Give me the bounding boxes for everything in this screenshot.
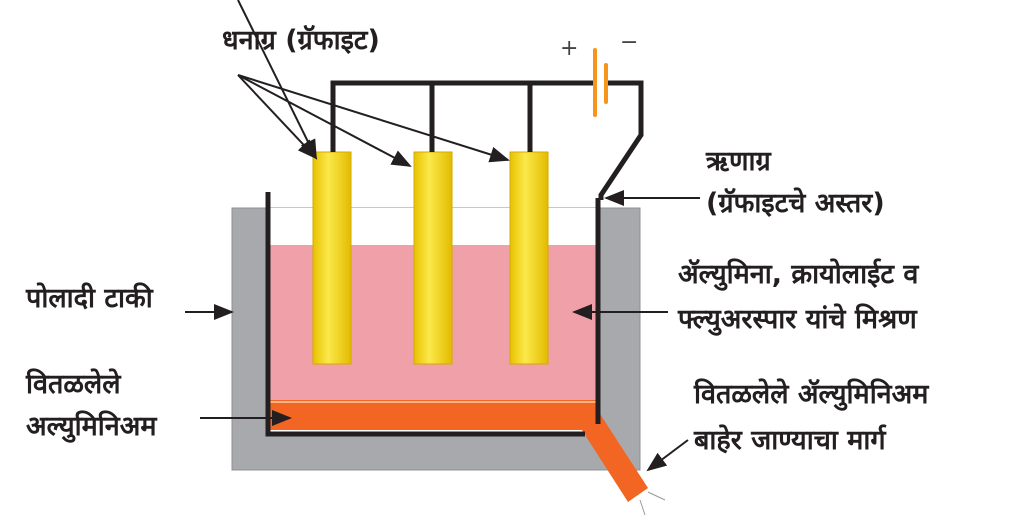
- anode-label: धनाग्र (ग्रॅफाइट): [222, 25, 380, 56]
- molten-aluminium-label-line2: अल्युमिनिअम: [26, 411, 157, 442]
- anode-rod: [413, 151, 453, 365]
- mixture-label-line2: फ्ल्युअरस्पार यांचे मिश्रण: [678, 304, 917, 335]
- anode-electrodes: [312, 151, 549, 365]
- plus-sign: +: [560, 36, 579, 61]
- aluminium-outlet: [578, 414, 648, 502]
- cathode-label-line2: (ग्रॅफाइटचे अस्तर): [706, 188, 885, 219]
- minus-sign: −: [620, 30, 639, 55]
- molten-aluminium-layer: [270, 400, 598, 430]
- outlet-label-line1: वितळलेले ॲल्युमिनिअम: [694, 379, 929, 410]
- molten-aluminium-label-line1: वितळलेले: [26, 369, 121, 400]
- outlet-label-line2: बाहेर जाण्याचा मार्ग: [694, 425, 886, 456]
- mixture-label-line1: ॲल्युमिना, क्रायोलाईट व: [678, 259, 919, 290]
- anode-rod: [509, 151, 549, 365]
- pointer-arrows: [185, 0, 700, 472]
- battery-icon: [593, 48, 608, 117]
- steel-tank-label: पोलादी टाकी: [26, 283, 153, 314]
- circuit-wires: [330, 80, 644, 200]
- anode-rod: [312, 151, 352, 365]
- outlet-spill-lines: [639, 491, 666, 516]
- cathode-label-line1: ऋणाग्र: [706, 146, 771, 177]
